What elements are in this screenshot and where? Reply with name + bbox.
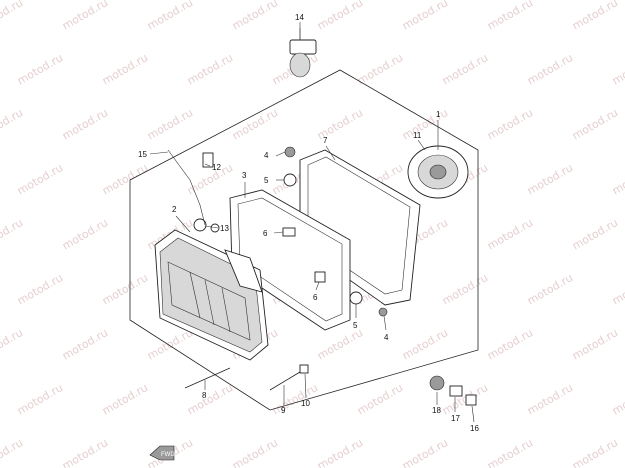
watermark-text: motod.ru bbox=[185, 51, 235, 87]
assembly-boundary bbox=[129, 69, 479, 411]
callout-3: 3 bbox=[242, 171, 247, 180]
callout-15: 15 bbox=[138, 150, 147, 159]
watermark-text: motod.ru bbox=[0, 326, 25, 362]
watermark-text: motod.ru bbox=[60, 326, 110, 362]
watermark-text: motod.ru bbox=[440, 381, 490, 417]
watermark-text: motod.ru bbox=[485, 106, 535, 142]
callout-12: 12 bbox=[212, 163, 221, 172]
watermark-text: motod.ru bbox=[15, 51, 65, 87]
watermark-text: motod.ru bbox=[525, 161, 575, 197]
watermark-text: motod.ru bbox=[60, 436, 110, 468]
watermark-text: motod.ru bbox=[100, 271, 150, 307]
watermark-text: motod.ru bbox=[0, 436, 25, 468]
watermark-text: motod.ru bbox=[400, 436, 450, 468]
watermark-text: motod.ru bbox=[315, 326, 365, 362]
watermark-text: motod.ru bbox=[485, 216, 535, 252]
callout-4-lower: 4 bbox=[384, 333, 389, 342]
watermark-text: motod.ru bbox=[15, 271, 65, 307]
callout-2: 2 bbox=[172, 205, 177, 214]
watermark-text: motod.ru bbox=[60, 106, 110, 142]
watermark-text: motod.ru bbox=[610, 271, 625, 307]
watermark-text: motod.ru bbox=[230, 436, 280, 468]
watermark-text: motod.ru bbox=[15, 161, 65, 197]
watermark-text: motod.ru bbox=[0, 0, 25, 33]
watermark-text: motod.ru bbox=[0, 216, 25, 252]
callout-6-upper: 6 bbox=[263, 229, 268, 238]
forward-direction-marker: FWD bbox=[149, 445, 175, 461]
callout-8: 8 bbox=[202, 391, 207, 400]
watermark-text: motod.ru bbox=[610, 161, 625, 197]
small-parts bbox=[167, 146, 477, 406]
callout-labels: 1 2 3 4 4 5 5 6 6 7 8 9 10 11 12 13 14 1… bbox=[138, 13, 479, 433]
leader-lines bbox=[149, 22, 475, 423]
watermark-text: motod.ru bbox=[100, 51, 150, 87]
watermark-text: motod.ru bbox=[15, 381, 65, 417]
watermark-text: motod.ru bbox=[230, 0, 280, 33]
watermark-text: motod.ru bbox=[525, 271, 575, 307]
watermark-text: motod.ru bbox=[230, 106, 280, 142]
watermark-text: motod.ru bbox=[270, 381, 320, 417]
callout-13: 13 bbox=[220, 224, 229, 233]
watermark-text: motod.ru bbox=[60, 0, 110, 33]
watermark-text: motod.ru bbox=[400, 106, 450, 142]
watermark-text: motod.ru bbox=[355, 381, 405, 417]
callout-4-upper: 4 bbox=[264, 151, 269, 160]
watermark-text: motod.ru bbox=[400, 326, 450, 362]
watermark-text: motod.ru bbox=[355, 51, 405, 87]
callout-10: 10 bbox=[301, 399, 310, 408]
watermark-text: motod.ru bbox=[610, 51, 625, 87]
watermark-text: motod.ru bbox=[400, 0, 450, 33]
watermark-text: motod.ru bbox=[100, 161, 150, 197]
callout-7: 7 bbox=[323, 136, 328, 145]
forward-marker-label: FWD bbox=[161, 452, 175, 458]
watermark-text: motod.ru bbox=[570, 436, 620, 468]
watermark-text: motod.ru bbox=[525, 381, 575, 417]
watermark-text: motod.ru bbox=[485, 0, 535, 33]
watermark-text: motod.ru bbox=[60, 216, 110, 252]
callout-5-lower: 5 bbox=[353, 321, 358, 330]
watermark-text: motod.ru bbox=[315, 436, 365, 468]
socket-cover bbox=[407, 145, 469, 199]
watermark-text: motod.ru bbox=[440, 271, 490, 307]
watermark-text: motod.ru bbox=[570, 106, 620, 142]
watermark-text: motod.ru bbox=[570, 0, 620, 33]
watermark-text: motod.ru bbox=[570, 216, 620, 252]
callout-6-lower: 6 bbox=[313, 293, 318, 302]
watermark-text: motod.ru bbox=[185, 381, 235, 417]
callout-17: 17 bbox=[451, 414, 460, 423]
headlight-lens-unit bbox=[154, 229, 269, 361]
callout-16: 16 bbox=[470, 424, 479, 433]
watermark-text: motod.ru bbox=[100, 381, 150, 417]
callout-11: 11 bbox=[413, 131, 422, 140]
watermark-text: motod.ru bbox=[570, 326, 620, 362]
callout-1: 1 bbox=[436, 110, 441, 119]
watermark-text: motod.ru bbox=[315, 0, 365, 33]
watermark-text: motod.ru bbox=[0, 106, 25, 142]
headlight-bulb bbox=[289, 28, 317, 78]
watermark-text: motod.ru bbox=[440, 51, 490, 87]
watermark-text: motod.ru bbox=[610, 381, 625, 417]
watermark-text: motod.ru bbox=[485, 436, 535, 468]
watermark-text: motod.ru bbox=[145, 106, 195, 142]
callout-14: 14 bbox=[295, 13, 304, 22]
watermark-text: motod.ru bbox=[525, 51, 575, 87]
watermark-text: motod.ru bbox=[485, 326, 535, 362]
callout-5-upper: 5 bbox=[264, 176, 269, 185]
watermark-text: motod.ru bbox=[145, 0, 195, 33]
callout-9: 9 bbox=[281, 406, 286, 415]
callout-18: 18 bbox=[432, 406, 441, 415]
